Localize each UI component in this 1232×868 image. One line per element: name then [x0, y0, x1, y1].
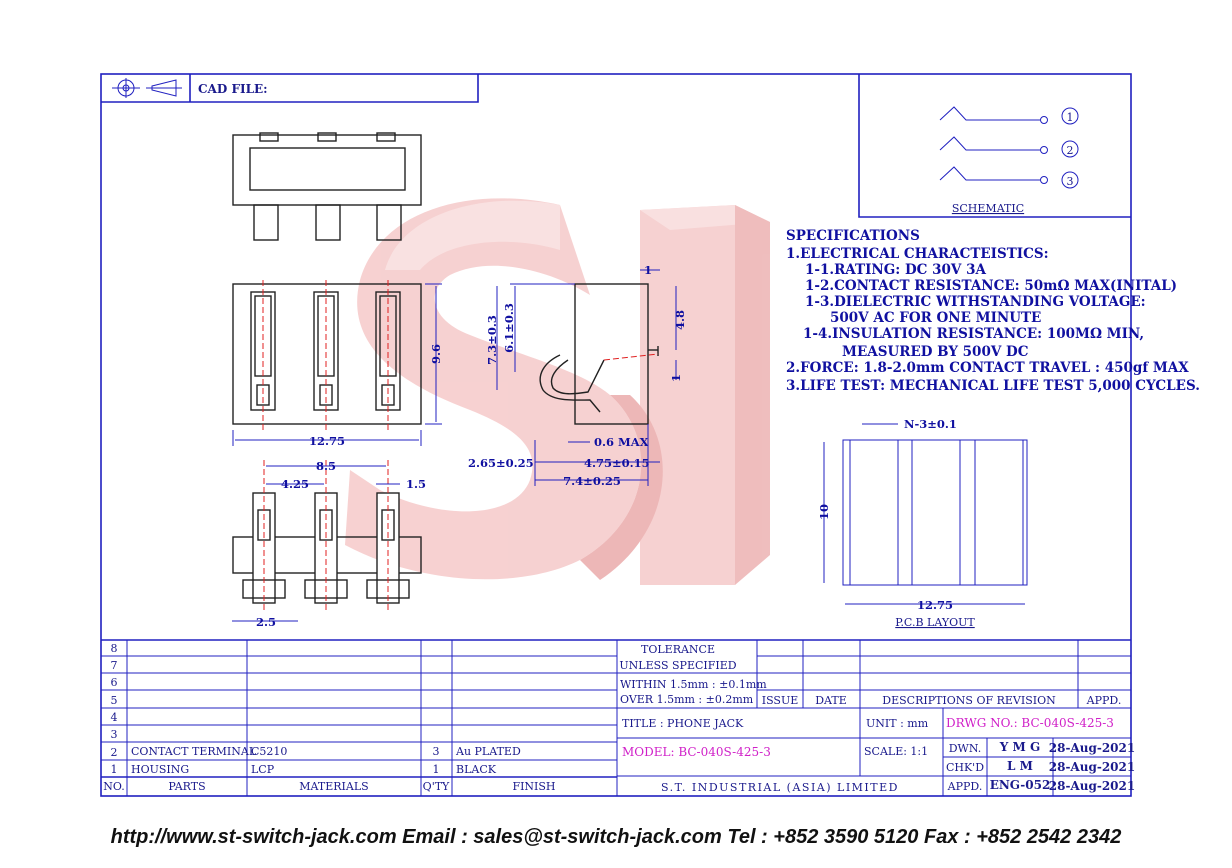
- footer-contact: http://www.st-switch-jack.com Email : sa…: [110, 826, 1122, 848]
- top-view: [232, 132, 422, 241]
- bom-header-parts: PARTS: [168, 780, 205, 793]
- bom-part-2: CONTACT TERMINAL: [131, 745, 257, 758]
- bom-header-no: NO.: [103, 780, 125, 793]
- tolerance-over: OVER 1.5mm : ±0.2mm: [620, 693, 754, 706]
- spec-line-4: 1-3.DIELECTRIC WITHSTANDING VOLTAGE:: [805, 294, 1146, 310]
- title-block: 8 7 6 5 4 3 2 1 CONTACT TERMINAL C5210 3…: [101, 639, 1135, 796]
- chkd-value: L M: [1007, 759, 1033, 773]
- cad-file-label: CAD FILE:: [198, 82, 268, 96]
- bom-row-4: 4: [111, 711, 118, 724]
- chkd-date: 28-Aug-2021: [1049, 760, 1135, 774]
- dwn-value: Y M G: [999, 740, 1040, 754]
- bom-row-8: 8: [111, 642, 118, 655]
- dim-pitch-4-25: 4.25: [281, 477, 309, 491]
- spec-line-1: 1.ELECTRICAL CHARACTEISTICS:: [786, 246, 1049, 262]
- bom-row-2: 2: [111, 746, 118, 759]
- rev-header-date: DATE: [815, 694, 847, 707]
- bom-material-2: C5210: [251, 745, 287, 758]
- spec-line-7: MEASURED BY 500V DC: [842, 344, 1029, 360]
- model-text: MODEL: BC-040S-425-3: [622, 745, 771, 759]
- company-name: S.T. INDUSTRIAL (ASIA) LIMITED: [661, 781, 899, 794]
- dim-front-width: 12.75: [309, 434, 345, 448]
- schematic-pin-3: 3: [1067, 175, 1074, 188]
- tolerance-line2: UNLESS SPECIFIED: [619, 659, 736, 672]
- dwn-date: 28-Aug-2021: [1049, 741, 1135, 755]
- appd-value: ENG-052: [990, 778, 1051, 792]
- rev-header-descriptions: DESCRIPTIONS OF REVISION: [882, 694, 1056, 707]
- bom-row-3: 3: [111, 728, 118, 741]
- dim-pin-1-5: 1.5: [406, 477, 426, 491]
- schematic-title: SCHEMATIC: [952, 202, 1024, 215]
- bom-row-6: 6: [111, 676, 118, 689]
- pcb-layout-label: P.C.B LAYOUT: [895, 616, 975, 629]
- spec-line-3: 1-2.CONTACT RESISTANCE: 50mΩ MAX(INITAL): [805, 278, 1177, 294]
- chkd-label: CHK'D: [946, 761, 984, 774]
- bom-row-7: 7: [111, 659, 118, 672]
- specifications: SPECIFICATIONS 1.ELECTRICAL CHARACTEISTI…: [786, 228, 1200, 394]
- spec-line-5: 500V AC FOR ONE MINUTE: [830, 310, 1041, 326]
- schematic-box: 1 2 3 SCHEMATIC: [858, 74, 1131, 218]
- dim-pitch-8-5: 8.5: [316, 459, 336, 473]
- spec-line-8: 2.FORCE: 1.8-2.0mm CONTACT TRAVEL : 450g…: [786, 360, 1189, 376]
- bom-row-5: 5: [111, 694, 118, 707]
- dim-pcb-n3: N-3±0.1: [904, 417, 957, 431]
- bom-qty-1: 1: [433, 763, 440, 776]
- dim-side-4-8: 4.8: [673, 310, 687, 330]
- schematic-pin-2: 2: [1067, 144, 1074, 157]
- bom-finish-1: BLACK: [456, 763, 497, 776]
- dim-side-2-65: 2.65±0.25: [468, 456, 534, 470]
- dwn-label: DWN.: [949, 742, 982, 755]
- drwg-no: DRWG NO.: BC-040S-425-3: [946, 716, 1114, 730]
- unit-text: UNIT : mm: [866, 717, 929, 730]
- dim-side-7-3: 7.3±0.3: [485, 315, 499, 365]
- spec-line-6: 1-4.INSULATION RESISTANCE: 100MΩ MIN,: [803, 326, 1144, 342]
- appd-date: 28-Aug-2021: [1049, 779, 1135, 793]
- scale-text: SCALE: 1:1: [864, 745, 928, 758]
- bom-material-1: LCP: [251, 763, 275, 776]
- rev-header-appd: APPD.: [1086, 694, 1122, 707]
- dim-pcb-10: 10: [817, 504, 831, 520]
- bom-header-finish: FINISH: [512, 780, 555, 793]
- dim-pcb-12-75: 12.75: [917, 598, 953, 612]
- front-view: 12.75 9.6: [232, 280, 443, 448]
- title-text: TITLE : PHONE JACK: [622, 717, 744, 730]
- bom-row-1: 1: [111, 763, 118, 776]
- bottom-view: 8.5 4.25 1.5 2.5: [232, 459, 426, 629]
- spec-line-9: 3.LIFE TEST: MECHANICAL LIFE TEST 5,000 …: [786, 378, 1200, 394]
- side-view: 7.3±0.3 6.1±0.3 1 4.8 1 0.6 MAX 2.65±0.2…: [468, 263, 687, 488]
- dim-side-1b: 1: [669, 374, 683, 382]
- st-watermark: [345, 198, 770, 585]
- dim-side-4-75: 4.75±0.15: [584, 456, 650, 470]
- sheet-border: [100, 73, 1132, 797]
- bom-header-qty: Q'TY: [423, 780, 450, 793]
- dim-pin-2-5: 2.5: [256, 615, 276, 629]
- dim-side-6-1: 6.1±0.3: [502, 303, 516, 353]
- bom-part-1: HOUSING: [131, 763, 189, 776]
- cad-file-box: CAD FILE:: [101, 74, 479, 103]
- bom-header-materials: MATERIALS: [299, 780, 368, 793]
- appd-label: APPD.: [947, 780, 983, 793]
- schematic-pin-1: 1: [1067, 111, 1074, 124]
- rev-header-issue: ISSUE: [762, 694, 799, 707]
- spec-heading: SPECIFICATIONS: [786, 228, 920, 244]
- dim-front-height: 9.6: [429, 344, 443, 364]
- bom-qty-2: 3: [433, 745, 440, 758]
- dim-side-0-6: 0.6 MAX: [594, 435, 649, 449]
- dim-side-7-4: 7.4±0.25: [563, 474, 621, 488]
- spec-line-2: 1-1.RATING: DC 30V 3A: [805, 262, 986, 278]
- tolerance-line1: TOLERANCE: [641, 643, 715, 656]
- dim-side-1: 1: [644, 263, 652, 277]
- pcb-layout: N-3±0.1 10 12.75 P.C.B LAYOUT: [817, 417, 1028, 629]
- bom-finish-2: Au PLATED: [455, 745, 521, 758]
- tolerance-within: WITHIN 1.5mm : ±0.1mm: [620, 678, 767, 691]
